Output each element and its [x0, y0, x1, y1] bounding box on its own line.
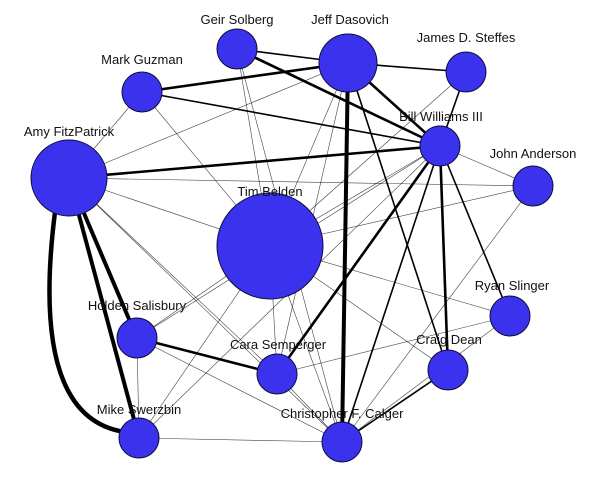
node-james[interactable]	[445, 51, 487, 93]
node-label-amy: Amy FitzPatrick	[24, 124, 115, 139]
node-label-mike: Mike Swerzbin	[97, 402, 182, 417]
node-holden[interactable]	[116, 317, 158, 359]
edge-amy-chris	[68, 177, 343, 443]
edge-bill-craig	[438, 145, 450, 371]
node-amy[interactable]	[30, 139, 108, 217]
edge-amy-mike	[67, 177, 141, 439]
edge-bill-amy	[68, 144, 441, 180]
node-label-john: John Anderson	[490, 146, 577, 161]
node-bill[interactable]	[419, 125, 461, 167]
node-john[interactable]	[512, 165, 554, 207]
edge-cara-ryan	[276, 315, 511, 375]
edge-amy-cara	[68, 177, 278, 375]
node-geir[interactable]	[216, 28, 258, 70]
edge-craig-chris	[341, 369, 449, 443]
node-label-cara: Cara Semperger	[230, 337, 327, 352]
node-mike[interactable]	[118, 417, 160, 459]
node-label-bill: Bill Williams III	[399, 109, 483, 124]
node-layer	[30, 28, 554, 463]
edge-holden-cara	[136, 336, 278, 376]
node-cara[interactable]	[256, 353, 298, 395]
node-ryan[interactable]	[489, 295, 531, 337]
node-mark[interactable]	[121, 71, 163, 113]
edge-amy-mike-curved	[47, 211, 126, 435]
edge-john-chris	[341, 185, 534, 443]
edge-ryan-chris	[341, 315, 511, 443]
node-chris[interactable]	[321, 421, 363, 463]
edge-bill-chris	[341, 145, 441, 443]
edge-jeff-chris	[340, 62, 350, 443]
node-label-james: James D. Steffes	[417, 30, 516, 45]
node-label-mark: Mark Guzman	[101, 52, 183, 67]
edge-geir-bill	[236, 47, 441, 148]
edge-mark-bill	[141, 91, 441, 147]
edge-mike-chris	[138, 437, 343, 443]
node-label-chris: Christopher F. Calger	[281, 406, 404, 421]
node-label-ryan: Ryan Slinger	[475, 278, 550, 293]
edge-bill-ryan	[439, 145, 511, 317]
node-tim[interactable]	[216, 192, 324, 300]
node-label-holden: Holden Salisbury	[88, 298, 187, 313]
node-label-jeff: Jeff Dasovich	[311, 12, 389, 27]
node-craig[interactable]	[427, 349, 469, 391]
node-label-geir: Geir Solberg	[201, 12, 274, 27]
node-label-craig: Craig Dean	[416, 332, 482, 347]
edge-holden-chris	[136, 337, 343, 443]
edge-jeff-mark	[141, 61, 349, 94]
node-jeff[interactable]	[318, 33, 378, 93]
edge-amy-john	[68, 177, 534, 187]
node-label-tim: Tim Belden	[237, 184, 302, 199]
edge-jeff-amy	[68, 62, 349, 179]
